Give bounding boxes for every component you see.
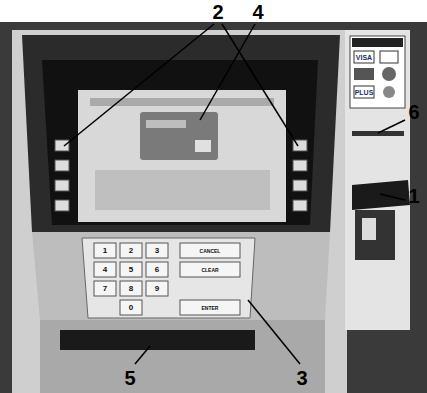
key-label: 0 (129, 304, 133, 312)
callout-number: 4 (252, 2, 263, 22)
key-label: 7 (103, 285, 107, 293)
key-label: 4 (103, 266, 107, 274)
screen-card-image (140, 112, 218, 160)
card-reader-card (362, 218, 376, 240)
logo-plus (354, 86, 374, 98)
callout-number: 5 (124, 368, 135, 388)
function-key-label: CANCEL (200, 249, 221, 254)
screen-frame (42, 60, 318, 225)
cash-slot (60, 330, 255, 350)
callout-number: 3 (296, 368, 307, 388)
logo-sticker (350, 36, 405, 108)
key-label: 8 (129, 285, 133, 293)
atm-body (12, 30, 347, 393)
lower-panel (40, 320, 325, 393)
keypad-keys (94, 243, 240, 315)
cabinet (0, 22, 427, 393)
screen-bezel (22, 35, 340, 232)
keypad-shelf (32, 232, 330, 320)
key-label: 5 (129, 266, 133, 274)
card-reader-top (352, 180, 410, 210)
key-label: 2 (129, 247, 133, 255)
card-logo-text: VISA (356, 54, 372, 61)
key-label: 3 (155, 247, 159, 255)
leader-lines (64, 24, 405, 364)
right-panel (345, 30, 410, 330)
right-screen-buttons (293, 140, 307, 211)
function-key-label: ENTER (202, 306, 219, 311)
key-label: 9 (155, 285, 159, 293)
keypad (82, 238, 255, 318)
left-screen-buttons (55, 140, 69, 211)
logo-e (380, 51, 398, 63)
card-chip (195, 140, 211, 152)
callout-number: 6 (408, 102, 419, 122)
logo-visa (354, 51, 374, 63)
screen-text-area (95, 170, 270, 210)
card-reader-body (355, 210, 395, 260)
card-logo-text: PLUS (355, 89, 374, 96)
callout-number: 2 (212, 2, 223, 22)
logo-cirrus (383, 86, 395, 98)
callout-number: 1 (408, 186, 419, 206)
logo-mastercard (382, 67, 396, 81)
logo-card (354, 68, 374, 80)
key-label: 6 (155, 266, 159, 274)
logo-header (352, 38, 403, 47)
receipt-slot (352, 131, 404, 136)
card-stripe (146, 120, 186, 128)
key-label: 1 (103, 247, 107, 255)
function-key-label: CLEAR (201, 268, 218, 273)
